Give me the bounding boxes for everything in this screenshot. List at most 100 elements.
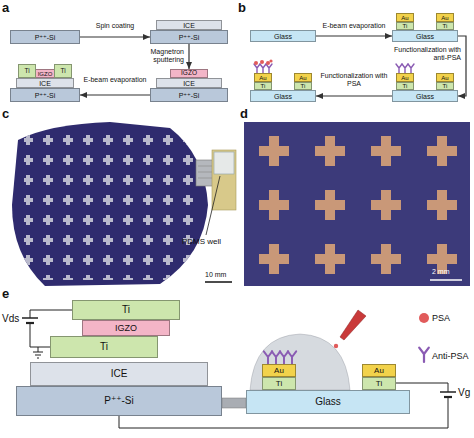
legend-text: PSA: [432, 313, 450, 323]
layer-block: P⁺⁺-Si: [10, 30, 80, 44]
process-arrow: [316, 35, 392, 36]
panel-letter: d: [240, 107, 248, 122]
layer-block: P⁺⁺-Si: [16, 386, 222, 416]
layer-block: ICE: [156, 78, 222, 88]
layer-block: Ti: [396, 82, 414, 90]
process-arrow: [316, 95, 392, 96]
layer-block: Ti: [50, 336, 158, 358]
leader-line: [206, 176, 220, 235]
layer-label: Ti: [276, 380, 282, 388]
annotation-label: Vg: [458, 387, 470, 399]
layer-block: ICE: [30, 362, 208, 386]
dropper: [334, 310, 366, 348]
scale-bar: [430, 279, 462, 281]
process-label: Spin coating: [80, 22, 150, 30]
layer-block: Glass: [250, 30, 316, 42]
layer-block: Glass: [392, 90, 458, 102]
layer-label: Au: [299, 75, 306, 81]
layer-label: Au: [274, 367, 284, 375]
layer-block: P⁺⁺-Si: [150, 30, 228, 44]
layer-label: Ti: [403, 23, 408, 29]
layer-label: Ti: [443, 23, 448, 29]
layer-block: ICE: [156, 20, 222, 30]
layer-label: IGZO: [115, 324, 137, 333]
layer-label: Glass: [416, 33, 434, 40]
panel-letter: b: [238, 1, 246, 16]
layer-block: IGZO: [170, 69, 208, 78]
layer-block: Au: [396, 73, 414, 82]
layer-label: Au: [259, 75, 266, 81]
panel-letter: a: [2, 1, 9, 16]
layer-label: Ti: [261, 83, 266, 89]
layer-block: Au: [362, 364, 396, 377]
process-arrow: [80, 94, 150, 95]
layer-label: Ti: [376, 380, 382, 388]
scale-bar: [205, 281, 232, 283]
layer-label: Ti: [301, 83, 306, 89]
layer-block: Au: [436, 13, 454, 22]
layer-label: Ti: [100, 342, 108, 352]
antibody-group: [254, 64, 414, 73]
layer-label: Ti: [24, 68, 29, 75]
wafer-photo: [12, 122, 236, 286]
pdms-well: [214, 152, 234, 174]
layer-block: IGZO: [82, 320, 170, 336]
annotation-label: PDMS well: [182, 237, 221, 246]
clip-ridges: [198, 166, 214, 178]
layer-label: Ti: [403, 83, 408, 89]
layer-block: Glass: [246, 390, 410, 414]
legend-symbols: [419, 313, 429, 362]
layer-block: Ti: [436, 82, 454, 90]
layer-label: Au: [401, 75, 408, 81]
annotation-label: Vds: [2, 313, 19, 325]
cross-electrodes: [246, 124, 470, 286]
layer-label: Glass: [274, 33, 292, 40]
layer-block: Ti: [262, 377, 296, 390]
antibody-group: [264, 351, 296, 364]
layer-label: P⁺⁺-Si: [35, 34, 56, 41]
process-label: Functionalization with anti-PSA: [383, 46, 461, 62]
layer-block: Ti: [54, 64, 72, 78]
layer-label: ICE: [39, 80, 51, 87]
psa-molecules: [254, 59, 273, 65]
layer-block: Ti: [396, 22, 414, 30]
photo-background: [244, 122, 470, 286]
layer-label: Glass: [315, 397, 341, 407]
layer-label: P⁺⁺-Si: [179, 34, 200, 41]
layer-label: Ti: [443, 83, 448, 89]
layer-label: P⁺⁺-Si: [104, 396, 133, 406]
layer-label: ICE: [183, 22, 195, 29]
layer-label: Au: [401, 15, 408, 21]
layer-block: Au: [396, 13, 414, 22]
layer-block: Ti: [18, 64, 36, 78]
layer-block: P⁺⁺-Si: [10, 88, 80, 102]
layer-block: Ti: [294, 82, 312, 90]
layer-block: Ti: [436, 22, 454, 30]
process-label: E-beam evaporation: [316, 22, 392, 30]
layer-label: ICE: [111, 369, 128, 379]
layer-block: Au: [262, 364, 296, 377]
wafer: [12, 122, 208, 286]
layer-label: ICE: [183, 80, 195, 87]
process-label: E-beam evaporation: [80, 76, 150, 84]
sensor-slide: [212, 150, 236, 210]
layer-block: Au: [436, 73, 454, 82]
layer-label: IGZO: [181, 70, 197, 77]
layer-block: P⁺⁺-Si: [150, 88, 228, 102]
panel-letter: c: [2, 107, 9, 122]
layer-block: Au: [254, 73, 272, 82]
layer-label: Ti: [60, 68, 65, 75]
device-array: [24, 134, 196, 280]
layer-label: Glass: [274, 93, 292, 100]
layer-block: Ti: [72, 300, 180, 320]
panel-letter: e: [2, 287, 9, 302]
annotation-label: 2 mm: [432, 268, 450, 276]
process-label: Functionalization with PSA: [316, 72, 392, 88]
process-arrow: [458, 36, 466, 96]
layer-label: Ti: [122, 305, 130, 315]
layer-label: P⁺⁺-Si: [179, 92, 200, 99]
annotation-label: 10 mm: [205, 271, 226, 279]
electrode-photo: [244, 122, 470, 286]
probe-connector: [222, 398, 246, 408]
